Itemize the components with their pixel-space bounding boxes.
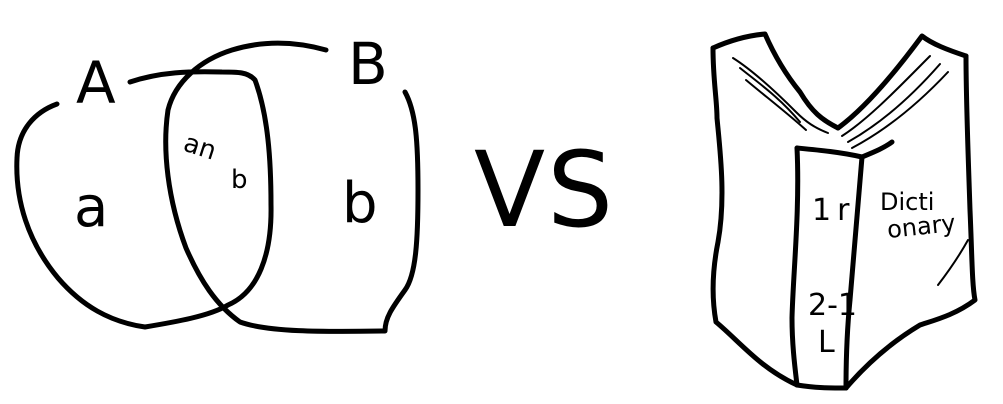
book-spine-text-bottom-2: L [818,325,835,360]
book-pages-right-3 [851,71,949,149]
dictionary-book-icon: 1 r 2-1 L Dicti onary [710,31,978,391]
vs-text: VS [474,129,615,251]
overlap-label-b: b [231,165,248,195]
book-cover-stroke [937,239,969,286]
set-b-outline [163,40,421,334]
book-spine-left [789,145,801,388]
region-b-label: b [342,171,378,236]
book-spine-right [843,154,865,391]
book-pages-left [732,57,829,134]
book-right-cover [843,53,978,391]
book-spine-text-bottom: 2-1 [808,288,857,323]
book-spine-top [794,145,865,160]
region-a-label: a [74,175,108,240]
venn-diagram: A B a b an b [14,30,421,334]
book-pages-right-2 [847,63,941,143]
book-left-cover [710,45,800,388]
set-a-outline [14,69,274,330]
set-a-label: A [76,49,116,117]
set-b-label: B [348,30,388,98]
book-cover-title-line1: Dicti [880,188,934,216]
overlap-label: an [180,128,220,167]
book-cover-title-line2: onary [886,209,957,244]
book-pages-left-2 [739,67,801,123]
book-top-right-edge [835,33,969,131]
book-pages-left-3 [745,79,807,131]
book-top-left-edge [710,31,841,131]
book-spine-bottom [794,382,849,391]
book-pages-right [841,55,931,137]
book-cover-top [859,139,895,160]
book-spine-text-top: 1 r [812,193,850,228]
